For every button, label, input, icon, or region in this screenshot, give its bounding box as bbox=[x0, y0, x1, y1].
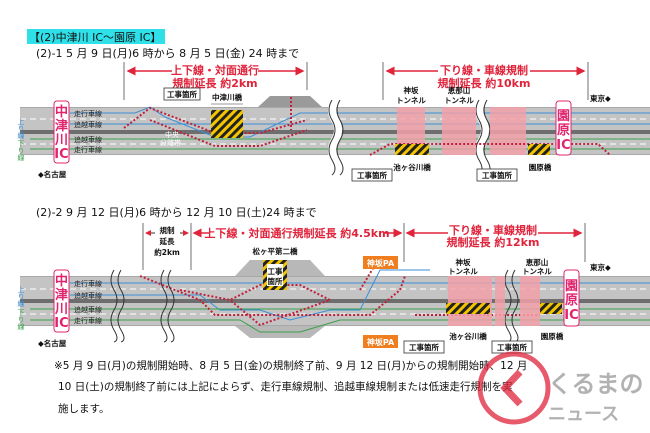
phase1-bridge-ikegaya: 池ヶ谷川橋 bbox=[393, 162, 431, 172]
phase2-tunnel-misaka bbox=[448, 276, 492, 326]
phase1-ic-sonohara bbox=[555, 100, 572, 156]
phase2-tunnel-enasan bbox=[520, 276, 540, 326]
phase1-work-site-label-3: 工事箇所 bbox=[482, 170, 512, 180]
ic_east-1-label: 原 bbox=[557, 123, 570, 138]
ic_west-1-label: 津 bbox=[55, 118, 68, 134]
ic_west-3-label: IC bbox=[54, 316, 68, 331]
phase2-work-site-box-1: 工事 bbox=[268, 266, 283, 276]
median-label-1: 中央 bbox=[165, 130, 179, 139]
phase1-lane-driving-down: 走行車線 bbox=[74, 145, 102, 154]
phase1-direction-tokyo: 東京◆ bbox=[590, 93, 611, 103]
phase1-tunnel-a-1: 神坂 bbox=[404, 85, 419, 95]
phase2-zone-b: 上下線・対面通行規制延長 約4.5km bbox=[204, 226, 389, 240]
title-background bbox=[27, 29, 165, 44]
phase1-work-site-label-1: 工事箇所 bbox=[167, 89, 197, 99]
watermark-line1: くるまの bbox=[548, 370, 644, 398]
phase2-work-site-label-1: 工事箇所 bbox=[409, 342, 439, 352]
phase2-tunnel_a-1-label: トンネル bbox=[448, 267, 478, 276]
phase1-lane-driving-up: 走行車線 bbox=[74, 109, 102, 118]
phase1-period: (2)-1 5 月 9 日(月)6 時から 8 月 5 日(金) 24 時まで bbox=[36, 46, 299, 60]
ic_west-0-label: 中 bbox=[55, 273, 68, 289]
phase2-tunnel_b-0-label: 恵那山 bbox=[526, 257, 549, 267]
ic_east-0-label: 園 bbox=[565, 278, 578, 294]
phase1-tunnel-b-1: 恵那山 bbox=[448, 85, 471, 95]
phase1-diagram: 上下線・対面通行 規制延長 約2km 下り線・車線規制 規制延長 約10km 中… bbox=[17, 62, 650, 182]
lanes-passing-label: 追越車線 bbox=[74, 291, 102, 300]
phase2-work-site-box-2: 箇所 bbox=[268, 276, 283, 286]
ic_east-0-label: 園 bbox=[557, 108, 570, 124]
phase1-work-zone-sonohara bbox=[528, 144, 550, 155]
phase1-tunnel-a-2: トンネル bbox=[396, 96, 426, 105]
directions-west-label: ◆名古屋 bbox=[38, 338, 67, 348]
phase2-zone-a-3: 約2km bbox=[154, 247, 180, 257]
ic_west-3-label: IC bbox=[54, 147, 68, 162]
phase1-work-zone-nakatsugawa bbox=[211, 110, 243, 138]
ic_east-2-label: IC bbox=[564, 308, 578, 323]
phase2-diagram: 規制 延長 約2km 上下線・対面通行規制延長 約4.5km 下り線・車線規制 … bbox=[17, 223, 650, 354]
phase2-bridge-matsugadaira: 松ヶ平第二橋 bbox=[253, 246, 298, 256]
pa-lower bbox=[363, 335, 398, 348]
phase2-work-zone-sonohara bbox=[540, 303, 562, 314]
phase1-up-label: 上り線 bbox=[17, 117, 25, 139]
phase2-zone-c-line2: 規制延長 約12km bbox=[447, 235, 540, 249]
phase2-zone-c-line1: 下り線・車線規制 bbox=[449, 223, 537, 237]
phase1-tunnel-b-2: トンネル bbox=[444, 96, 474, 105]
ic_east-1-label: 原 bbox=[565, 293, 578, 308]
lanes-driving-label: 走行車線 bbox=[74, 316, 102, 325]
ic_west-2-label: 川 bbox=[54, 302, 68, 317]
phase2-ic-sonohara bbox=[563, 269, 580, 327]
watermark-logo: くるまの ニュース bbox=[477, 351, 644, 425]
phase2-tunnel_b-1-label: トンネル bbox=[522, 267, 552, 276]
phase2-work-site-label-2: 工事箇所 bbox=[497, 342, 527, 352]
phase1-bridge-nakatsugawa: 中津川橋 bbox=[212, 92, 242, 102]
note-line-2: 10 日(土)の規制終了前には上記によらず、走行車線規制、追越車線規制または低速… bbox=[58, 380, 513, 393]
phase2-bridge_c-label: 園原橋 bbox=[541, 331, 564, 341]
phase1-lane-passing-down: 追越車線 bbox=[74, 135, 102, 144]
watermark-line2: ニュース bbox=[548, 404, 619, 425]
lanes-passing-label: 追越車線 bbox=[74, 305, 102, 314]
directions-east-label: 東京◆ bbox=[590, 262, 611, 272]
lanes-up-label: 上り線 bbox=[17, 285, 25, 307]
section-title: 【(2)中津川 IC〜園原 IC】 bbox=[29, 31, 161, 44]
note-line-1: ※5 月 9 日(月)の規制開始時、8 月 5 日(金)の規制終了前、9 月 1… bbox=[54, 359, 527, 372]
phase2-zone-a-1: 規制 bbox=[160, 225, 175, 235]
median-label-2: 分離帯 bbox=[160, 138, 181, 147]
note-line-3: 施します。 bbox=[58, 402, 109, 415]
phase2-ic-nakatsugawa bbox=[53, 269, 70, 333]
tunnel-enasan bbox=[442, 107, 476, 155]
phase2-bridge_b-label: 池ヶ谷川橋 bbox=[449, 331, 487, 341]
phase1-zone-b-line2: 規制延長 約10km bbox=[438, 76, 531, 90]
ic_west-1-label: 津 bbox=[55, 287, 68, 303]
phase1-zone-a-line2: 規制延長 約2km bbox=[172, 76, 257, 90]
phase1-lane-passing-up: 追越車線 bbox=[74, 120, 102, 129]
pa-upper bbox=[363, 256, 398, 269]
phase2-period: (2)-2 9 月 12 日(月)6 時から 12 月 10 日(土)24 時ま… bbox=[36, 206, 317, 219]
ic_east-2-label: IC bbox=[556, 138, 570, 153]
ic_west-0-label: 中 bbox=[55, 104, 68, 120]
phase1-ic-nakatsugawa bbox=[53, 100, 70, 164]
phase1-zone-a-line1: 上下線・対面通行 bbox=[171, 63, 259, 77]
phase1-zone-b-line1: 下り線・車線規制 bbox=[440, 63, 528, 77]
lanes-driving-label: 走行車線 bbox=[74, 279, 102, 288]
phase2-work-zone-ikegaya bbox=[446, 303, 490, 314]
lanes-down-label: 下り線 bbox=[17, 309, 25, 330]
phase2-pa-label: 神坂PA bbox=[367, 258, 395, 268]
phase1-down-label: 下り線 bbox=[17, 140, 25, 161]
phase2-tunnel_a-0-label: 神坂 bbox=[456, 257, 471, 267]
ic_west-2-label: 川 bbox=[54, 133, 68, 148]
phase1-work-site-label-2: 工事箇所 bbox=[357, 170, 387, 180]
phase2-pa-label: 神坂PA bbox=[367, 337, 395, 347]
phase2-zone-a-2: 延長 bbox=[159, 236, 175, 246]
phase1-work-zone-ikegaya bbox=[395, 144, 429, 155]
phase1-direction-nagoya: ◆名古屋 bbox=[38, 169, 67, 179]
phase1-bridge-sonohara: 園原橋 bbox=[529, 162, 552, 172]
